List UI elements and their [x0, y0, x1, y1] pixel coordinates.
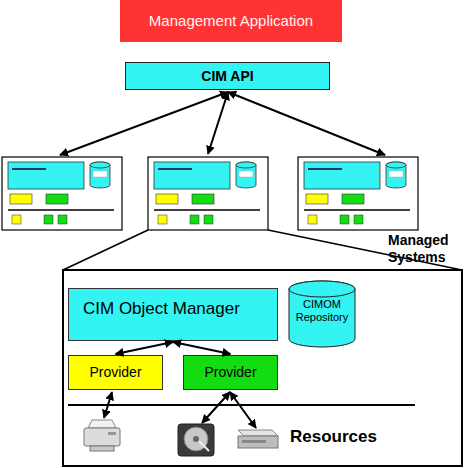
group-label: Managed Systems [388, 232, 462, 266]
section-label: Resources [290, 427, 400, 447]
cd-drive-icon [238, 430, 278, 448]
system-thumbnail [298, 157, 418, 230]
object-manager-box: CIM Object Manager [68, 288, 278, 341]
node-text: CIMOM Repository [291, 298, 353, 323]
api-arrow [228, 92, 385, 155]
zoom-line [268, 230, 462, 270]
application-box: Management Application [120, 0, 342, 42]
connector-arrow [173, 342, 231, 354]
provider-box: Provider [183, 355, 278, 390]
node-text: Provider [204, 364, 256, 380]
connector-arrow [116, 342, 174, 354]
system-thumbnail [148, 157, 268, 230]
separator-line [68, 404, 415, 406]
node-text: Provider [89, 364, 141, 380]
api-arrow [60, 92, 228, 155]
printer-icon [84, 420, 120, 451]
system-thumbnail [2, 157, 122, 230]
resource-arrow [202, 392, 230, 423]
provider-box: Provider [68, 355, 163, 390]
system-detail-frame [63, 270, 462, 466]
node-text: CIM Object Manager [83, 299, 240, 319]
zoom-line [63, 230, 148, 270]
repository-cylinder: CIMOM Repository [288, 280, 356, 348]
resource-arrow [104, 392, 112, 418]
api-box: CIM API [125, 62, 330, 90]
hard-disk-icon [178, 424, 214, 456]
node-text: Management Application [149, 12, 313, 29]
node-text: CIM API [201, 68, 253, 84]
resource-arrow [230, 392, 256, 428]
api-arrow [208, 92, 228, 154]
